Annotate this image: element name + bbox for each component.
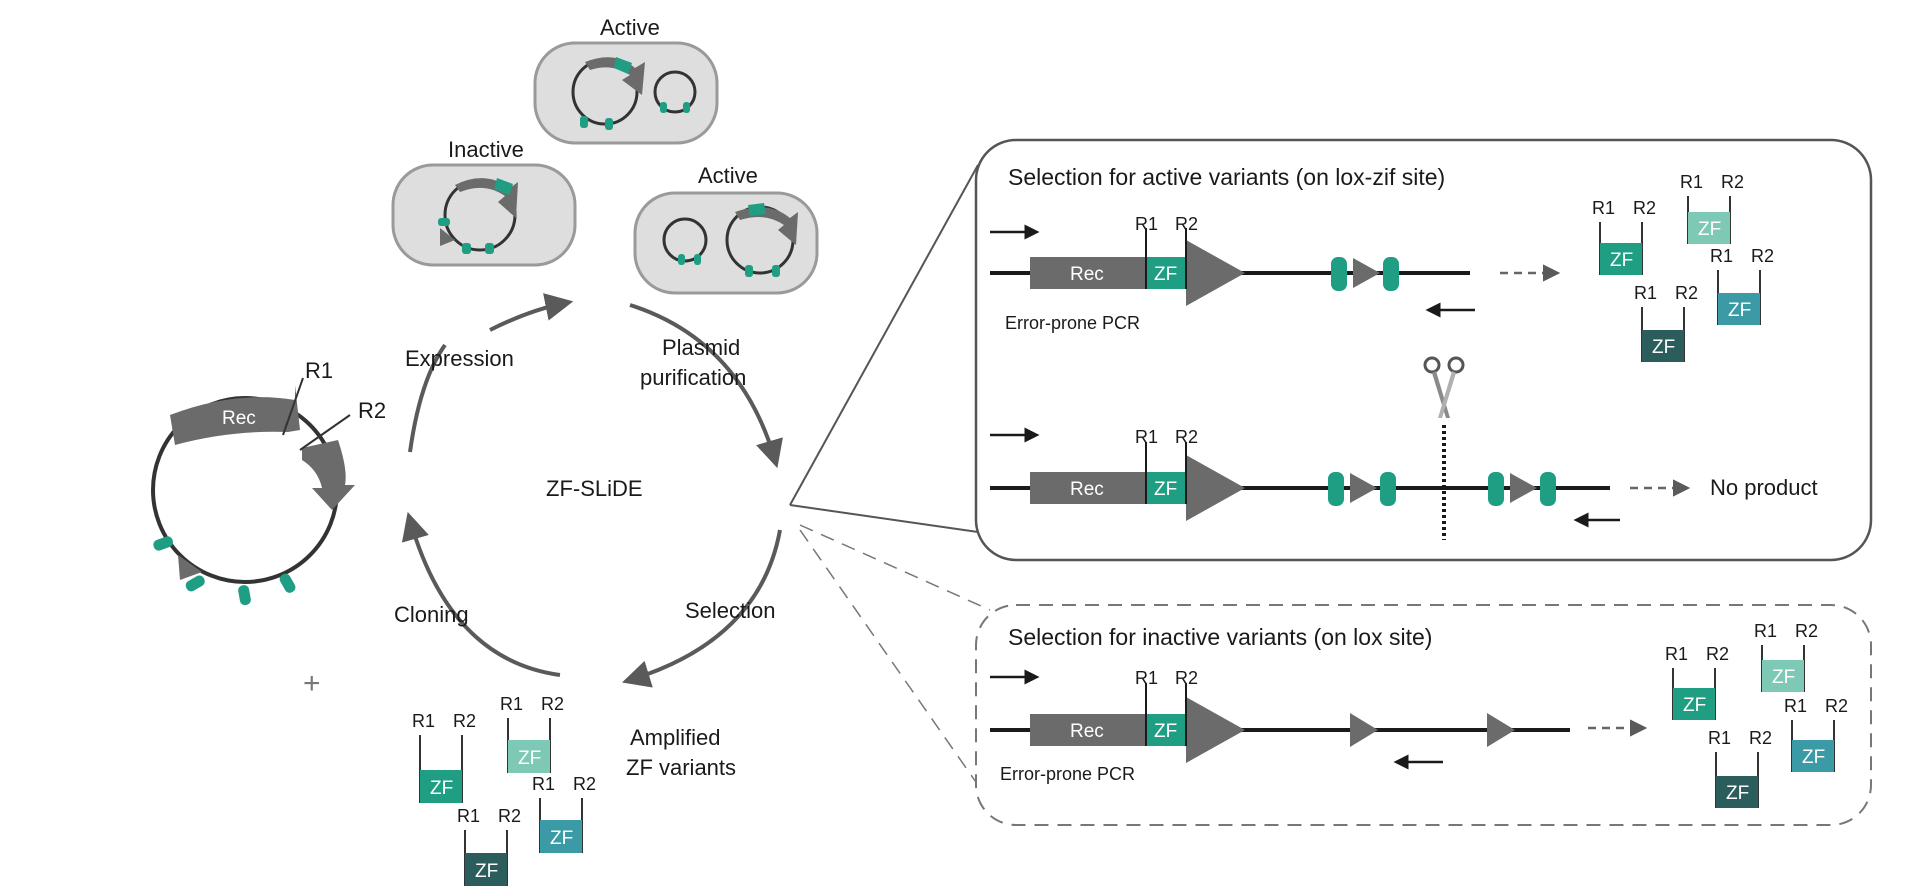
active-pcr-label: Error-prone PCR	[1005, 313, 1140, 333]
svg-text:R1: R1	[1135, 214, 1158, 234]
svg-text:ZF: ZF	[1802, 747, 1825, 768]
inactive-pcr-label: Error-prone PCR	[1000, 764, 1135, 784]
rec-gene-arrow	[170, 385, 300, 445]
svg-text:ZF: ZF	[475, 861, 498, 882]
svg-text:R1: R1	[1592, 198, 1615, 218]
svg-text:ZF: ZF	[1154, 479, 1177, 500]
svg-text:R1: R1	[1710, 246, 1733, 266]
inactive-panel-title: Selection for inactive variants (on lox …	[1008, 624, 1432, 650]
zf-fragment: ZF R1 R2	[412, 711, 476, 803]
plasmid-r1-label: R1	[305, 358, 333, 383]
svg-text:R1: R1	[1665, 644, 1688, 664]
svg-text:R2: R2	[1706, 644, 1729, 664]
plasmid-label-2: purification	[640, 365, 746, 390]
svg-text:R1: R1	[1135, 427, 1158, 447]
svg-text:ZF: ZF	[1154, 264, 1177, 285]
svg-text:R2: R2	[1825, 696, 1848, 716]
svg-text:ZF: ZF	[550, 828, 573, 849]
svg-text:R1: R1	[532, 774, 555, 794]
svg-text:R2: R2	[1795, 621, 1818, 641]
svg-text:ZF: ZF	[430, 778, 453, 799]
active-top-label: Active	[600, 15, 660, 40]
svg-text:ZF: ZF	[518, 748, 541, 769]
inactive-rec-label: Rec	[1070, 721, 1104, 742]
cloning-label: Cloning	[394, 602, 469, 627]
cell-inactive: Inactive	[391, 137, 577, 267]
svg-text:R1: R1	[1784, 696, 1807, 716]
cycle-arrows	[401, 293, 783, 688]
amplified-label-2: ZF variants	[626, 755, 736, 780]
zf-fragment: ZF R1 R2	[457, 806, 521, 886]
active-rec-label-2: Rec	[1070, 479, 1104, 500]
inactive-label: Inactive	[448, 137, 524, 162]
svg-text:R2: R2	[573, 774, 596, 794]
arrow-expression	[489, 293, 574, 332]
zf-fragment: ZF R1 R2	[1680, 172, 1744, 244]
plus-sign: +	[303, 667, 321, 700]
svg-text:R1: R1	[1634, 283, 1657, 303]
svg-text:R2: R2	[1175, 427, 1198, 447]
amplified-zf-variants: ZF R1 R2 ZF R1 R2 ZF R1 R2 ZF R1 R2	[412, 694, 596, 886]
cell-active-top: Active	[533, 15, 719, 145]
svg-text:R2: R2	[1675, 283, 1698, 303]
arrow-expression-tail	[408, 343, 447, 453]
svg-text:R1: R1	[1708, 728, 1731, 748]
plasmid-r2-label: R2	[358, 398, 386, 423]
zf-fragment: ZF R1 R2	[1592, 198, 1656, 275]
svg-text:R2: R2	[1721, 172, 1744, 192]
rec-plasmid: Rec R1 R2 +	[151, 358, 386, 700]
scissors-icon	[1423, 356, 1465, 418]
svg-text:ZF: ZF	[1652, 337, 1675, 358]
svg-text:ZF: ZF	[1726, 783, 1749, 804]
zf-fragment: ZF R1 R2	[1634, 283, 1698, 362]
active-rec-label-1: Rec	[1070, 264, 1104, 285]
svg-text:ZF: ZF	[1683, 695, 1706, 716]
svg-text:R1: R1	[1680, 172, 1703, 192]
active-panel-title: Selection for active variants (on lox-zi…	[1008, 164, 1445, 190]
arrow-plasmid-purification	[629, 303, 783, 469]
zf-fragment: ZF R1 R2	[1708, 728, 1772, 808]
svg-text:R2: R2	[453, 711, 476, 731]
selection-label: Selection	[685, 598, 776, 623]
active-selection-panel: Selection for active variants (on lox-zi…	[974, 138, 1873, 562]
plasmid-label-1: Plasmid	[662, 335, 740, 360]
svg-text:R2: R2	[1749, 728, 1772, 748]
zf-fragment: ZF R1 R2	[1710, 246, 1774, 325]
svg-text:R2: R2	[1751, 246, 1774, 266]
plasmid-rec-label: Rec	[222, 408, 256, 429]
arrow-cloning	[401, 511, 561, 677]
cell-active-right: Active	[633, 163, 819, 295]
svg-text:R2: R2	[498, 806, 521, 826]
active-right-label: Active	[698, 163, 758, 188]
arrow-selection	[621, 529, 782, 688]
svg-text:ZF: ZF	[1610, 250, 1633, 271]
svg-text:ZF: ZF	[1728, 300, 1751, 321]
svg-text:ZF: ZF	[1698, 219, 1721, 240]
zoom-lines	[789, 164, 991, 786]
svg-text:R1: R1	[500, 694, 523, 714]
svg-text:R1: R1	[1135, 668, 1158, 688]
zf-fragment: ZF R1 R2	[1754, 621, 1818, 692]
cycle-center-label: ZF-SLiDE	[546, 476, 643, 501]
zf-fragment: ZF R1 R2	[1784, 696, 1848, 772]
svg-text:R2: R2	[1633, 198, 1656, 218]
svg-text:R1: R1	[1754, 621, 1777, 641]
svg-text:R2: R2	[1175, 214, 1198, 234]
svg-text:R1: R1	[412, 711, 435, 731]
svg-text:ZF: ZF	[1154, 721, 1177, 742]
plasmid-gene-arrow-2	[302, 440, 355, 510]
inactive-selection-panel: Selection for inactive variants (on lox …	[975, 604, 1872, 826]
svg-text:R2: R2	[541, 694, 564, 714]
amplified-label-1: Amplified	[630, 725, 720, 750]
zf-fragment: ZF R1 R2	[500, 694, 564, 773]
svg-text:ZF: ZF	[1772, 667, 1795, 688]
svg-text:R2: R2	[1175, 668, 1198, 688]
no-product-label: No product	[1710, 475, 1818, 500]
expression-label: Expression	[405, 346, 514, 371]
svg-text:R1: R1	[457, 806, 480, 826]
zf-fragment: ZF R1 R2	[1665, 644, 1729, 720]
zf-fragment: ZF R1 R2	[532, 774, 596, 853]
